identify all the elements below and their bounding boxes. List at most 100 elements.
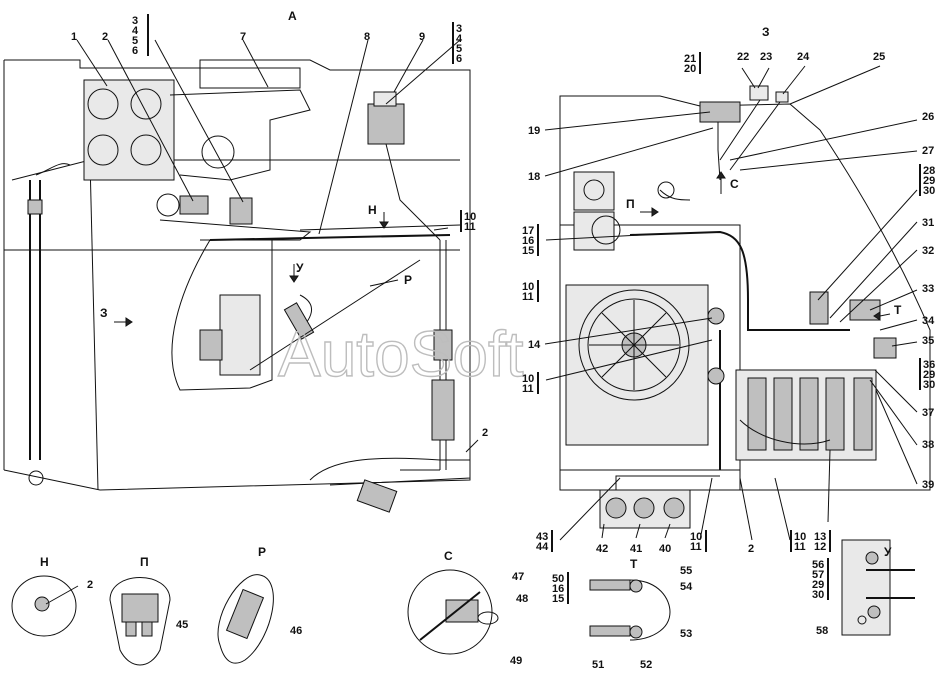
view-title-z: З [762, 25, 770, 39]
view-title-a: А [288, 9, 297, 23]
callout-11: 11 [794, 541, 806, 553]
callout-11: 11 [522, 291, 534, 303]
arrow-label-n: Н [368, 203, 377, 217]
callout-14: 14 [528, 339, 541, 351]
callout-2-detail-n: 2 [87, 579, 93, 591]
callout-8: 8 [364, 31, 370, 43]
callout-2: 2 [102, 31, 108, 43]
callout-4: 4 [456, 33, 463, 45]
view-title-u: У [884, 545, 892, 559]
detail-u-drawing [841, 539, 915, 636]
callout-22: 22 [737, 51, 749, 63]
callout-51: 51 [592, 659, 604, 671]
callout-47: 47 [512, 571, 524, 583]
callout-30: 30 [923, 379, 935, 391]
callout-32: 32 [922, 245, 934, 257]
callout-41: 41 [630, 543, 642, 555]
callout-42: 42 [596, 543, 608, 555]
callout-16: 16 [522, 235, 534, 247]
callout-4: 4 [132, 25, 139, 37]
callout-10: 10 [794, 531, 806, 543]
callout-35: 35 [922, 335, 934, 347]
view-title-p: П [140, 555, 149, 569]
callout-5: 5 [456, 43, 462, 55]
callout-53: 53 [680, 628, 692, 640]
callout-48: 48 [516, 593, 528, 605]
callout-38: 38 [922, 439, 934, 451]
arrow-label-u: У [296, 261, 304, 275]
callout-16: 16 [552, 583, 564, 595]
callout-12: 12 [814, 541, 826, 553]
callout-2-right: 2 [748, 543, 754, 555]
callout-50: 50 [552, 573, 564, 585]
callout-29: 29 [812, 579, 824, 591]
callout-25: 25 [873, 51, 885, 63]
callout-2-left: 2 [482, 427, 488, 439]
callout-15: 15 [552, 593, 564, 605]
callout-39: 39 [922, 479, 934, 491]
callout-13: 13 [814, 531, 826, 543]
callout-34: 34 [922, 315, 935, 327]
callout-49: 49 [510, 655, 522, 667]
callout-3: 3 [456, 23, 462, 35]
callout-10: 10 [464, 211, 476, 223]
callout-21: 21 [684, 53, 696, 65]
callout-28: 28 [923, 165, 935, 177]
view-title-r: Р [258, 545, 266, 559]
direction-arrows: З Н У П С Р Т [100, 171, 902, 327]
arrow-label-t: Т [894, 303, 902, 317]
callout-43: 43 [536, 531, 548, 543]
callout-6: 6 [132, 45, 138, 57]
callout-9: 9 [419, 31, 425, 43]
callout-56: 56 [812, 559, 824, 571]
callout-36: 36 [923, 359, 935, 371]
callout-26: 26 [922, 111, 934, 123]
callout-29: 29 [923, 369, 935, 381]
arrow-label-z: З [100, 306, 108, 320]
view-a-drawing [3, 59, 471, 513]
callout-55: 55 [680, 565, 692, 577]
detail-n-drawing [11, 575, 79, 637]
arrow-label-s: С [730, 177, 739, 191]
view-title-s: С [444, 549, 453, 563]
callout-29: 29 [923, 175, 935, 187]
view-title-t: Т [630, 557, 638, 571]
stacked-callouts: 3456345610112120282930171615101110113629… [132, 14, 935, 605]
callout-52: 52 [640, 659, 652, 671]
view-title-n: Н [40, 555, 49, 569]
callout-31: 31 [922, 217, 934, 229]
arrow-label-r: Р [404, 273, 412, 287]
callout-33: 33 [922, 283, 934, 295]
callout-18: 18 [528, 171, 540, 183]
callout-10: 10 [522, 281, 534, 293]
callout-6: 6 [456, 53, 462, 65]
callout-15: 15 [522, 245, 534, 257]
callout-57: 57 [812, 569, 824, 581]
callout-54: 54 [680, 581, 693, 593]
callout-11: 11 [464, 221, 476, 233]
callout-5: 5 [132, 35, 138, 47]
callout-labels: 1 2 7 8 9 2 22 23 24 25 19 18 26 27 31 3… [71, 31, 935, 671]
detail-p-drawing [109, 577, 171, 666]
arrow-label-p: П [626, 197, 635, 211]
callout-10: 10 [522, 373, 534, 385]
detail-t-drawing [589, 579, 671, 641]
callout-37: 37 [922, 407, 934, 419]
leader-lines [76, 39, 918, 541]
callout-44: 44 [536, 541, 549, 553]
